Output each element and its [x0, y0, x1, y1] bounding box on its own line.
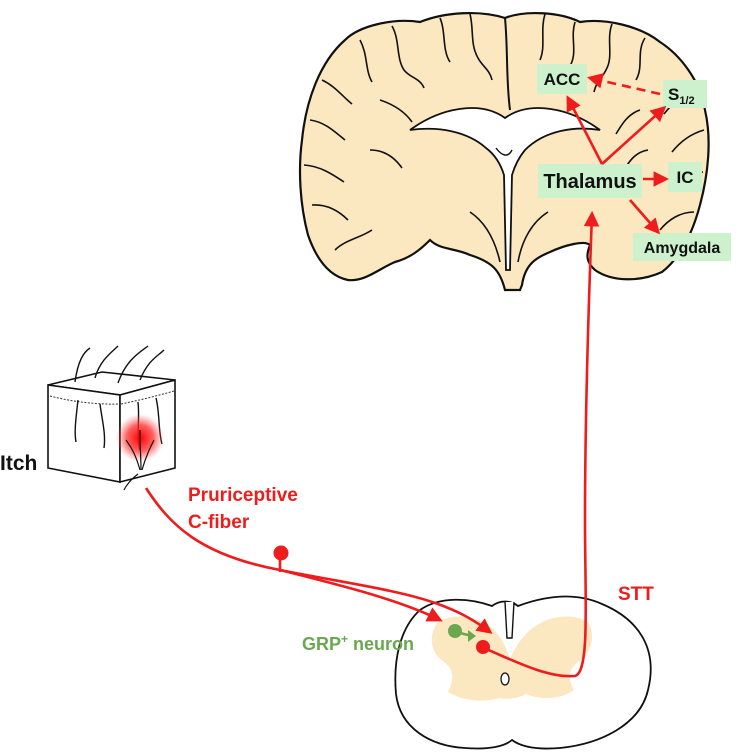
skin-block	[47, 345, 176, 491]
arrow-s12-to-acc	[586, 73, 661, 96]
epidermis-line-front	[49, 395, 121, 405]
c-fiber-label-line1: Pruriceptive	[188, 485, 298, 506]
grp-neuron	[448, 624, 476, 642]
acc-label: ACC	[544, 70, 581, 89]
spinal-cord	[394, 595, 652, 750]
spinal-cord-notch	[504, 601, 515, 639]
ic-region: IC	[668, 162, 702, 192]
acc-region: ACC	[537, 64, 587, 94]
itch-label: Itch	[0, 452, 37, 475]
stt-projection-neuron	[476, 640, 490, 654]
acc-box	[537, 64, 587, 94]
arrow-thalamus-to-acc	[566, 95, 604, 165]
arrow-thalamus-to-s12	[601, 105, 667, 165]
ic-box	[668, 162, 702, 192]
ic-label: IC	[677, 168, 694, 187]
grp-terminal	[468, 630, 476, 642]
epidermis-line-side	[120, 390, 175, 405]
skin-front	[47, 384, 121, 483]
amygdala-label: Amygdala	[644, 240, 721, 257]
grp-neuron-label: GRP+ neuron	[302, 632, 414, 654]
longitudinal-fissure	[504, 17, 511, 111]
c-fiber-branch-1	[279, 568, 443, 622]
s12-label: S1/2	[668, 85, 695, 107]
nerve-endings	[123, 429, 155, 491]
stt-label: STT	[618, 584, 654, 605]
thalamus-region: Thalamus	[538, 164, 642, 198]
grp-cell-body	[448, 624, 462, 638]
stt-tract	[483, 210, 600, 678]
amygdala-box	[633, 233, 731, 261]
internal-contour-left	[469, 211, 501, 263]
thalamus-box	[538, 164, 642, 198]
arrow-thalamus-to-amygdala	[629, 199, 661, 235]
amygdala-region: Amygdala	[633, 233, 731, 261]
septum	[495, 147, 513, 156]
s12-box	[663, 80, 707, 108]
internal-contour-right	[517, 211, 549, 263]
thalamus-label: Thalamus	[543, 171, 636, 193]
central-canal	[500, 672, 510, 686]
brain-coronal-section	[298, 11, 710, 292]
c-fiber-branch-2	[437, 602, 493, 634]
drg-cell-body	[273, 545, 289, 561]
lateral-ventricles	[409, 107, 601, 271]
s12-region: S1/2	[663, 80, 707, 108]
c-fiber-label-line2: C-fiber	[188, 512, 250, 533]
brain-arrows	[566, 73, 670, 235]
